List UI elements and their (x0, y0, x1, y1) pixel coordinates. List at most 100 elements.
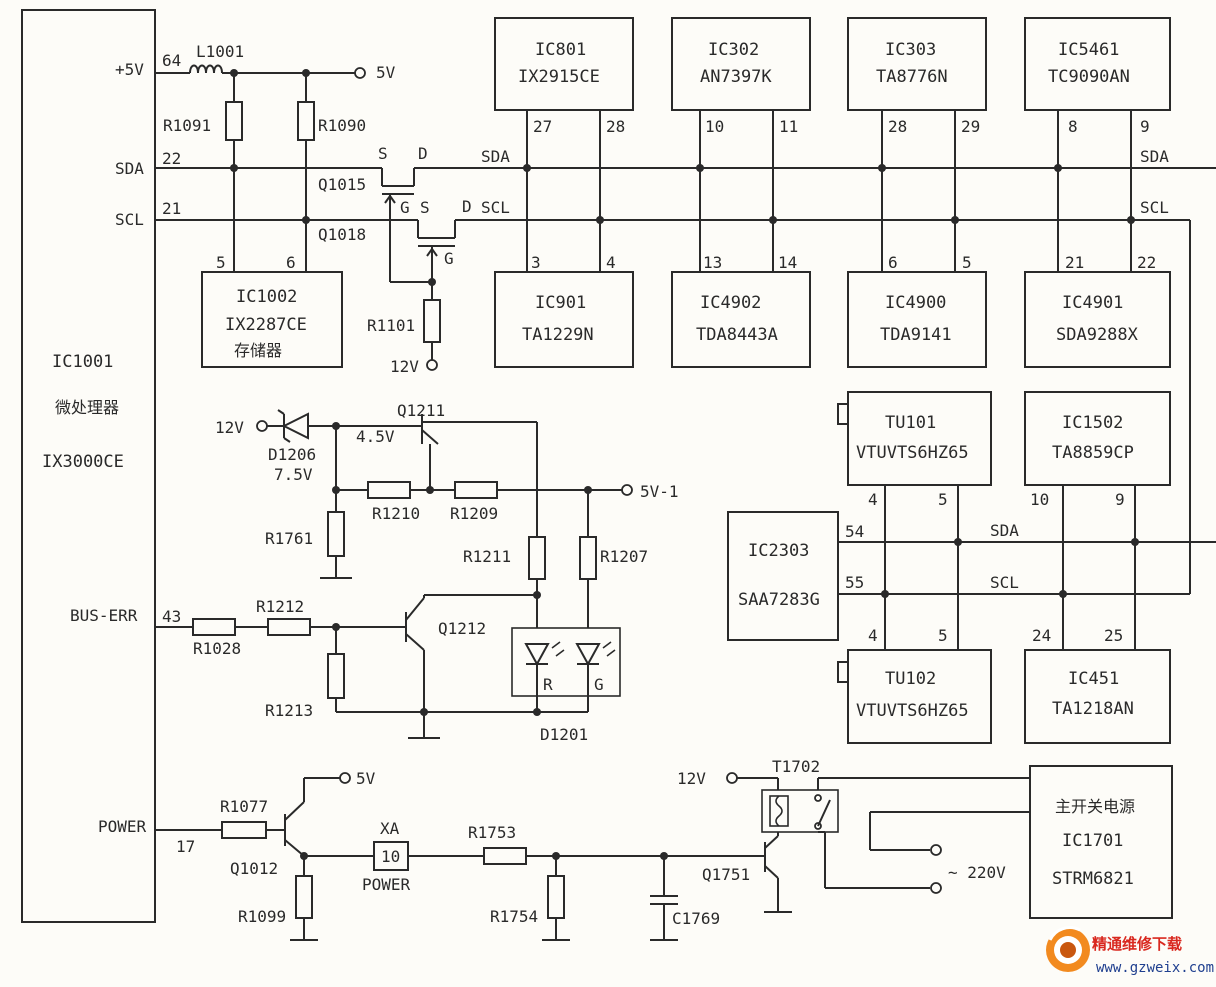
i2c-bus-left (155, 164, 418, 224)
ic4900-pin-b: 5 (962, 253, 972, 272)
ic4900-pin-a: 6 (888, 253, 898, 272)
inductor-l1001 (189, 64, 223, 74)
q1018-s: S (420, 198, 430, 217)
ic5461-part: TC9090AN (1048, 67, 1130, 87)
ic901-part: TA1229N (522, 325, 594, 345)
label-r1212: R1212 (256, 597, 304, 616)
ic1701-part: STRM6821 (1052, 869, 1134, 889)
ic1002-pin-b: 6 (286, 253, 296, 272)
watermark-name: 精通维修下载 (1092, 935, 1182, 953)
terminal-5v-q1012 (339, 772, 351, 784)
ic303-part: TA8776N (876, 67, 948, 87)
ic303-ref: IC303 (885, 40, 936, 60)
pin-label-5v: +5V (115, 60, 144, 79)
ic302-ref: IC302 (708, 40, 759, 60)
resistor-r1212 (267, 618, 311, 636)
resistor-r1754 (547, 875, 565, 919)
ic302-pin-b: 11 (779, 117, 798, 136)
tu102-part: VTUVTS6HZ65 (856, 701, 969, 721)
resistor-r1209 (454, 481, 498, 499)
terminal-12v-relay (726, 772, 738, 784)
label-q1212: Q1212 (438, 619, 486, 638)
ic451-pin-a: 24 (1032, 626, 1051, 645)
ic303-pin-b: 29 (961, 117, 980, 136)
label-r1213: R1213 (265, 701, 313, 720)
label-xa-power: POWER (362, 875, 411, 894)
power-section: R1077 5V Q1012 R1099 10 XA POWER R1753 (155, 757, 1173, 941)
ic5461-pin-a: 8 (1068, 117, 1078, 136)
ic5461-block: IC5461 TC9090AN 8 9 (1024, 17, 1171, 272)
resistor-r1761 (327, 511, 345, 557)
label-5v-1: 5V-1 (640, 482, 679, 501)
terminal-5v (354, 67, 366, 79)
label-r1028: R1028 (193, 639, 241, 658)
ic1001-block: IC1001 微处理器 IX3000CE +5V SDA SCL BUS-ERR… (21, 9, 195, 923)
label-q1751: Q1751 (702, 865, 750, 884)
buserr-section: R1028 R1212 R1213 Q1212 R G D1201 (155, 594, 621, 744)
label-t1702: T1702 (772, 757, 820, 776)
ic4901-block: IC4901 SDA9288X 21 22 (1024, 253, 1171, 368)
ic451-part: TA1218AN (1052, 699, 1134, 719)
label-r1211: R1211 (463, 547, 511, 566)
ic2303-ref: IC2303 (748, 541, 809, 561)
ic1002-part: IX2287CE (225, 315, 307, 335)
label-5v-q1012: 5V (356, 769, 376, 788)
ic2303-pin-a: 54 (845, 522, 864, 541)
pin-num-43: 43 (162, 607, 181, 626)
tu101-pin-a: 4 (868, 490, 878, 509)
tu102-pin-a: 4 (868, 626, 878, 645)
label-q1211: Q1211 (397, 401, 445, 420)
led-r-label: R (543, 675, 553, 694)
label-xa: XA (380, 819, 400, 838)
label-12v-r1101: 12V (390, 357, 419, 376)
ic4902-pin-a: 13 (703, 253, 722, 272)
ic5461-ref: IC5461 (1058, 40, 1119, 60)
ic451-pin-b: 25 (1104, 626, 1123, 645)
label-7v5: 7.5V (274, 465, 313, 484)
pin-num-22: 22 (162, 149, 181, 168)
pin-num-64: 64 (162, 51, 181, 70)
ic801-part: IX2915CE (518, 67, 600, 87)
label-r1077: R1077 (220, 797, 268, 816)
label-c1769: C1769 (672, 909, 720, 928)
q1015-d: D (418, 144, 428, 163)
ic451-block (1024, 649, 1171, 744)
resistor-r1090 (297, 101, 315, 141)
tu102-ref: TU102 (885, 669, 936, 689)
bus-label-sda-mid: SDA (481, 147, 510, 166)
label-r1090: R1090 (318, 116, 366, 135)
tu102-pin-b: 5 (938, 626, 948, 645)
ic801-ref: IC801 (535, 40, 586, 60)
q1015-g: G (400, 198, 410, 217)
tu101-part: VTUVTS6HZ65 (856, 443, 969, 463)
ic1002-ref: IC1002 (236, 287, 297, 307)
i2c-bus-right: SDA SCL SDA SCL (481, 147, 1216, 594)
label-d1201: D1201 (540, 725, 588, 744)
label-l1001: L1001 (196, 42, 244, 61)
watermark-url: www.gzweix.com (1096, 960, 1214, 976)
connector-xa (373, 841, 409, 871)
ic302-part: AN7397K (700, 67, 772, 87)
ic1502-pin-a: 10 (1030, 490, 1049, 509)
resistor-r1207 (579, 536, 597, 580)
label-r1209: R1209 (450, 504, 498, 523)
ic4900-ref: IC4900 (885, 293, 946, 313)
ic1001-ref: IC1001 (52, 352, 113, 372)
ic1001-part: IX3000CE (42, 452, 124, 472)
xa-pin: 10 (381, 847, 400, 866)
terminal-12v-d1206 (256, 420, 268, 432)
q1015-s: S (378, 144, 388, 163)
resistor-r1210 (367, 481, 411, 499)
pin-label-sda: SDA (115, 159, 144, 178)
terminal-12v-r1101 (426, 359, 438, 371)
bus-label-scl-lower: SCL (990, 573, 1019, 592)
resistor-r1077 (221, 821, 267, 839)
ic901-ref: IC901 (535, 293, 586, 313)
ic303-block: IC303 TA8776N 28 29 (847, 17, 987, 272)
led-d1201 (511, 627, 621, 697)
watermark-logo: 精通维修下载 www.gzweix.com (1046, 926, 1214, 976)
diode-d1206 (281, 412, 309, 440)
resistor-r1753 (483, 847, 527, 865)
ic2303-pin-b: 55 (845, 573, 864, 592)
label-5v-top: 5V (376, 63, 396, 82)
